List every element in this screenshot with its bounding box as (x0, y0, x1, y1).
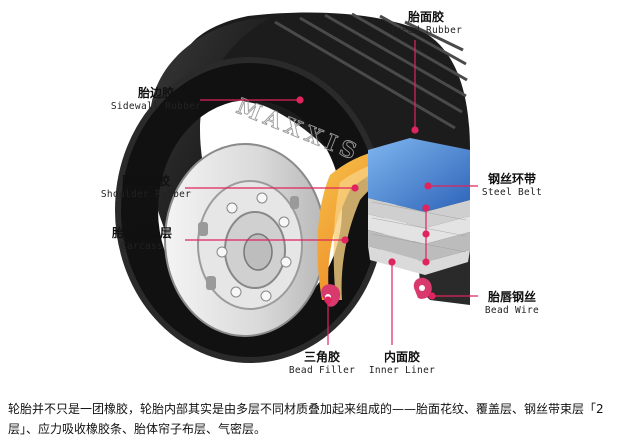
inner-liner-zh: 内面胶 (383, 350, 420, 364)
label-carcass: 胎体钢丝层 Carcass (100, 226, 184, 253)
label-bead-wire: 胎唇钢丝 Bead Wire (476, 290, 548, 317)
inner-liner-en: Inner Liner (368, 365, 436, 376)
label-inner-liner: 内面胶 Inner Liner (362, 350, 442, 377)
bead-wire-zh: 胎唇钢丝 (487, 290, 536, 304)
shoulder-rubber-en: Shoulder Rubber (100, 189, 192, 200)
caption-text: 轮胎并不只是一团橡胶，轮胎内部其实是由多层不同材质叠加起来组成的——胎面花纹、覆… (8, 402, 604, 436)
bead-filler-zh: 三角胶 (303, 350, 340, 364)
label-steel-belt: 钢丝环带 Steel Belt (476, 172, 548, 199)
sidewall-rubber-en: Sidewall Rubber (110, 101, 202, 112)
steel-belt-en: Steel Belt (481, 187, 543, 198)
shoulder-rubber-zh: 胎肩垫胶 (121, 174, 170, 188)
label-sidewall-rubber: 胎边胶 Sidewall Rubber (110, 86, 202, 113)
tire-illustration: MAXXIS (115, 12, 478, 363)
sidewall-rubber-zh: 胎边胶 (137, 86, 174, 100)
tread-rubber-en: Tread Rubber (389, 25, 463, 36)
label-tread-rubber: 胎面胶 Tread Rubber (383, 10, 469, 37)
label-bead-filler: 三角胶 Bead Filler (282, 350, 362, 377)
label-shoulder-rubber: 胎肩垫胶 Shoulder Rubber (96, 174, 196, 201)
carcass-en: Carcass (120, 241, 164, 252)
leader-lines (185, 40, 478, 345)
bead-filler-en: Bead Filler (288, 365, 356, 376)
bead-wire-en: Bead Wire (484, 305, 540, 316)
cross-section (317, 138, 470, 307)
tread-rubber-zh: 胎面胶 (407, 10, 444, 24)
carcass-zh: 胎体钢丝层 (111, 226, 172, 240)
steel-belt-zh: 钢丝环带 (487, 172, 536, 186)
